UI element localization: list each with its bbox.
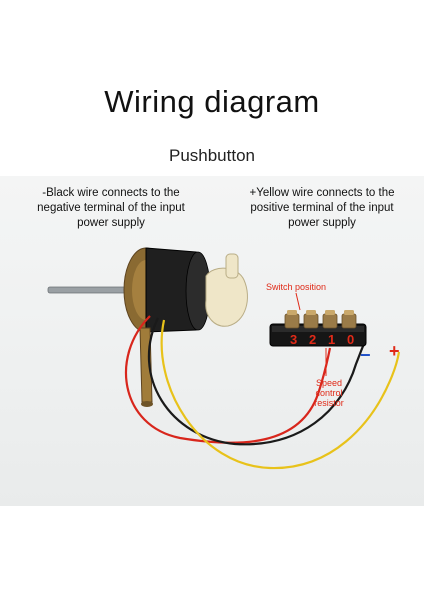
motor-shaft bbox=[47, 286, 133, 294]
pushbutton-2 bbox=[303, 310, 319, 329]
pushbutton-3 bbox=[284, 310, 300, 329]
page-title: Wiring diagram bbox=[104, 84, 320, 119]
wiring-illustration bbox=[47, 247, 401, 470]
switch-number-3: 3 bbox=[290, 332, 298, 347]
switch-number-0: 0 bbox=[347, 332, 355, 347]
yellow-wire-caption: +Yellow wire connects to the positive te… bbox=[226, 186, 418, 231]
pushbutton-1 bbox=[322, 310, 338, 329]
speed-label-line: resistor bbox=[314, 398, 344, 408]
page-subtitle: Pushbutton bbox=[168, 146, 255, 165]
positive-sign: + bbox=[389, 341, 400, 361]
speed-label-line: Speed bbox=[315, 378, 343, 388]
switch-pointer-line bbox=[295, 292, 301, 311]
caption-line: -Black wire connects to the bbox=[42, 187, 180, 199]
black-wire-caption: -Black wire connects to the negative ter… bbox=[16, 186, 206, 231]
black-wire bbox=[147, 317, 365, 446]
yellow-wire bbox=[160, 319, 401, 470]
caption-line: power supply bbox=[77, 217, 145, 229]
switch-position-label: Switch position bbox=[265, 282, 327, 292]
caption-line: negative terminal of the input bbox=[37, 202, 185, 214]
negative-sign: − bbox=[360, 345, 371, 365]
switch-number-1: 1 bbox=[328, 332, 336, 347]
caption-line: +Yellow wire connects to the bbox=[249, 187, 395, 199]
caption-line: power supply bbox=[288, 217, 356, 229]
switch-number-2: 2 bbox=[309, 332, 317, 347]
speed-label-line: control bbox=[315, 388, 343, 398]
pushbutton-0 bbox=[341, 310, 357, 329]
speed-control-label: Speed control resistor bbox=[300, 378, 358, 408]
caption-line: positive terminal of the input bbox=[250, 202, 394, 214]
